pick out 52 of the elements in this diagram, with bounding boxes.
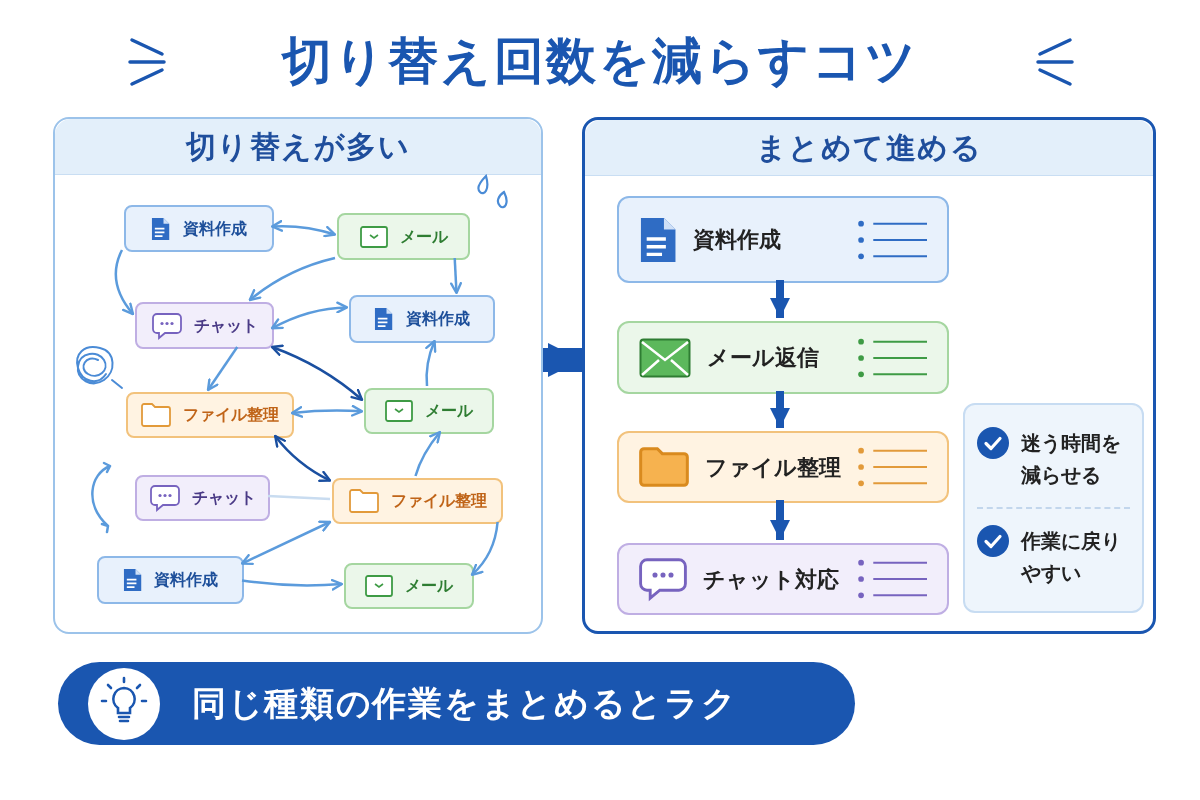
task-label: ファイル整理 <box>390 490 487 512</box>
task-box <box>126 392 294 438</box>
panel-heading: 切り替えが多い <box>185 128 411 166</box>
arrow <box>248 256 336 302</box>
task-label: 資料作成 <box>182 217 247 240</box>
task-box <box>97 556 244 604</box>
task-box <box>344 563 474 609</box>
task-label: メール <box>399 225 448 248</box>
arrow <box>290 404 364 418</box>
task-box <box>135 302 274 349</box>
task-label: ファイル整理 <box>183 404 279 426</box>
task-box <box>349 295 495 343</box>
task-box <box>617 431 949 503</box>
arrow <box>414 430 442 477</box>
arrow <box>270 220 337 238</box>
task-box <box>337 213 470 260</box>
arrow <box>270 344 364 401</box>
task-label: メール <box>425 400 473 422</box>
arrow <box>450 257 462 295</box>
task-label: チャット対応 <box>703 565 840 594</box>
benefit-text: 作業に戻りやすい <box>1021 528 1122 587</box>
arrow <box>206 346 239 392</box>
task-label: ファイル整理 <box>705 453 841 482</box>
panel <box>53 117 543 634</box>
task-label: メール <box>405 575 453 597</box>
task-box <box>617 196 949 283</box>
benefit-box <box>963 403 1144 613</box>
arrow <box>470 521 499 576</box>
task-box <box>617 543 949 615</box>
title: 切り替え回数を減らすコツ <box>281 31 919 92</box>
task-label: 資料作成 <box>154 569 219 591</box>
arrow <box>274 434 332 482</box>
task-box <box>124 205 274 252</box>
task-box <box>617 321 949 394</box>
benefit-text: 迷う時間を減らせる <box>1021 430 1122 489</box>
arrow <box>543 343 582 377</box>
arrow <box>241 578 344 591</box>
task-label: メール返信 <box>707 344 820 372</box>
task-label: チャット <box>193 314 258 337</box>
arrow <box>425 339 437 387</box>
task-label: 資料作成 <box>405 308 470 330</box>
task-box <box>364 388 494 434</box>
task-box <box>135 475 270 521</box>
arrow <box>270 301 349 330</box>
task-label: チャット <box>191 487 256 509</box>
arrow <box>240 520 332 566</box>
arrow <box>114 249 135 316</box>
tip-text: 同じ種類の作業をまとめるとラク <box>192 682 738 725</box>
panel-heading: まとめて進める <box>755 129 983 167</box>
panel <box>582 117 1156 634</box>
task-box <box>332 478 503 524</box>
task-label: 資料作成 <box>693 226 783 254</box>
